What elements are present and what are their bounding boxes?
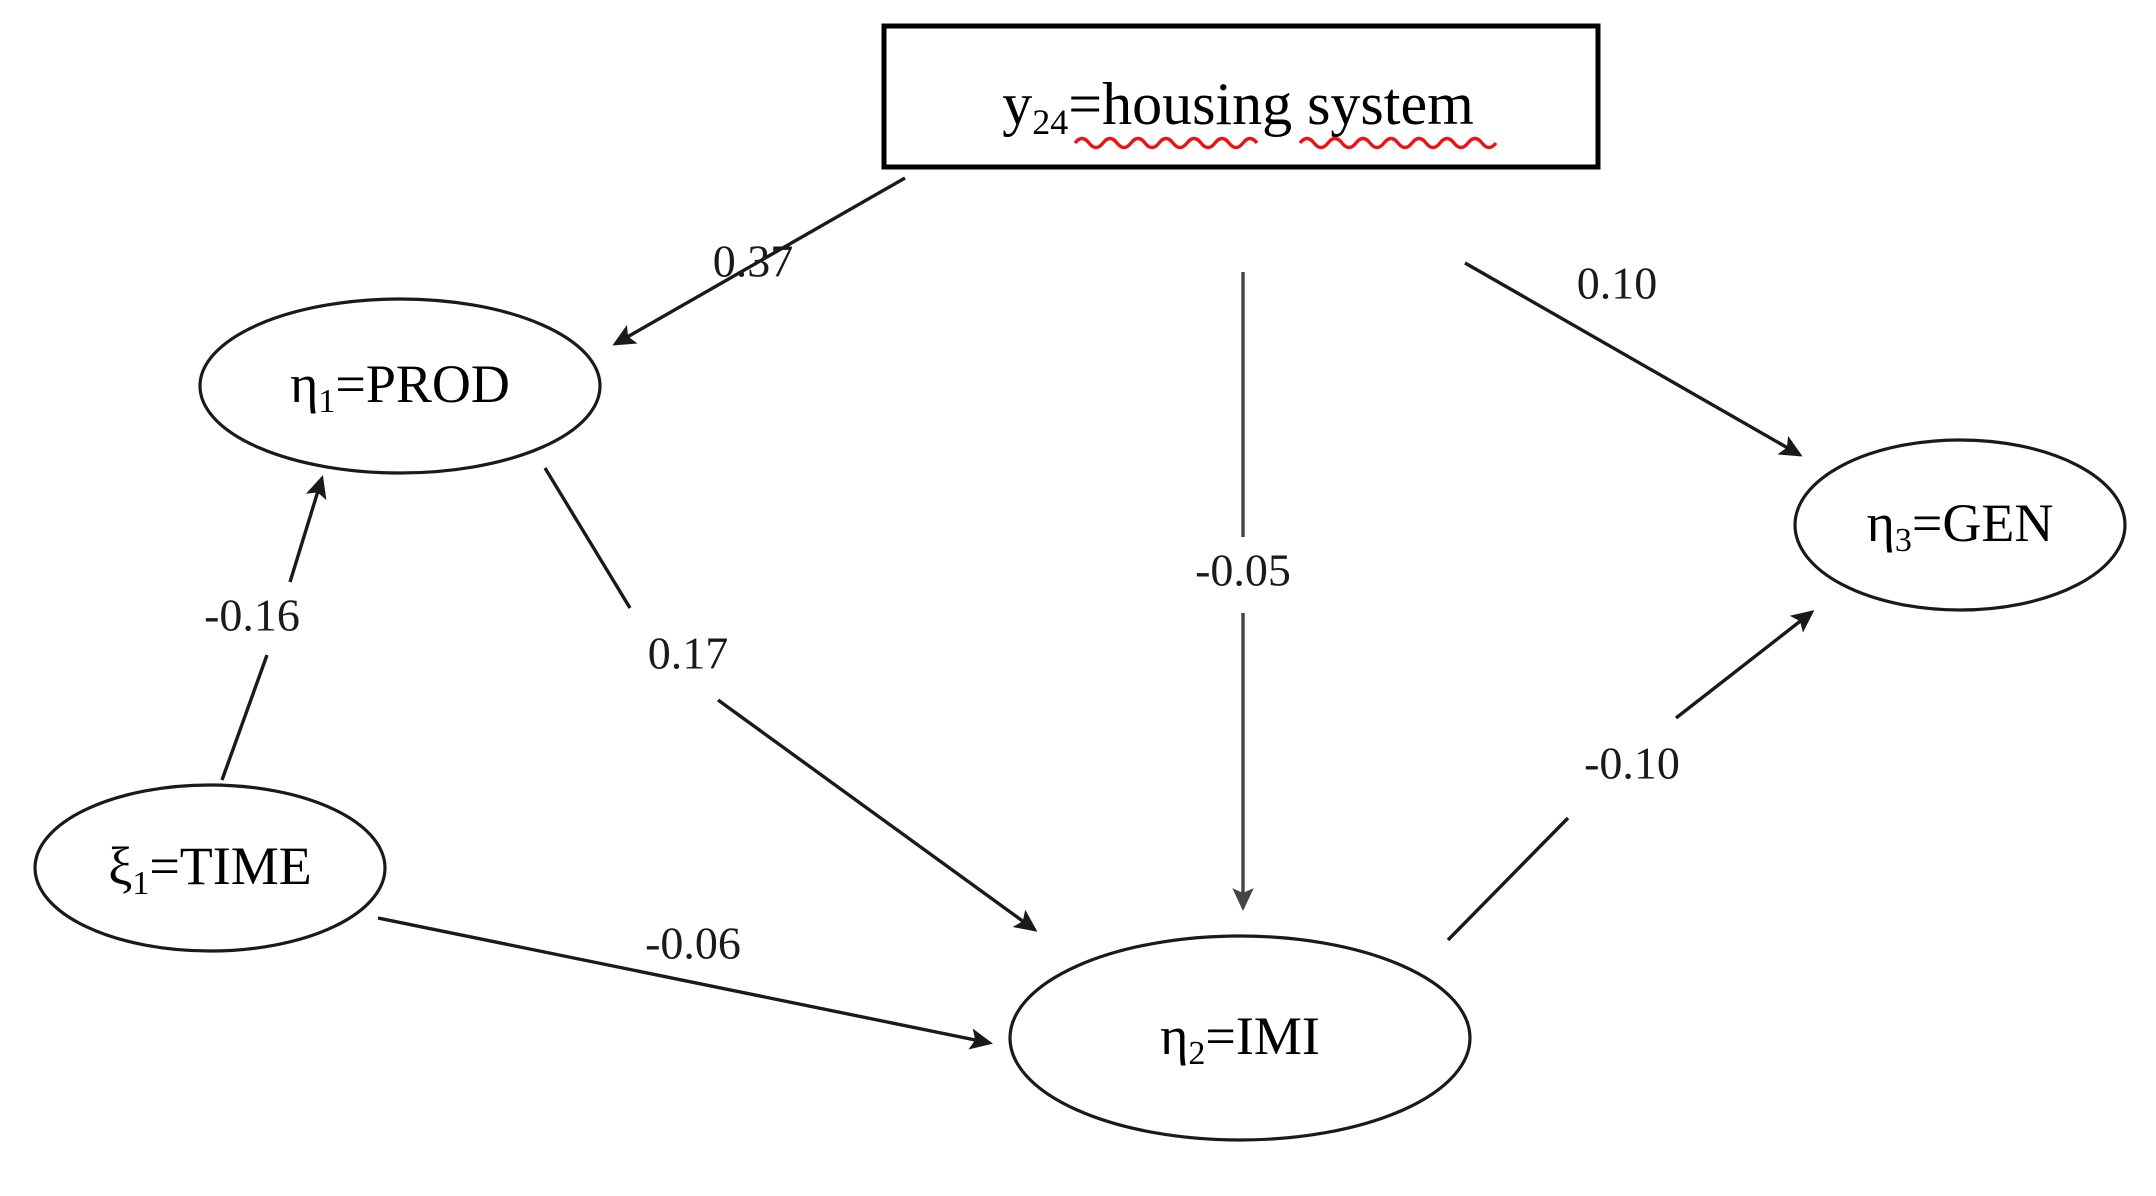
edge-time-prod-line-lower [220, 654, 269, 781]
node-prod-label: η1=PROD [290, 354, 510, 419]
node-prod-ellipse [198, 297, 602, 475]
housing-subscript: 24 [1032, 102, 1068, 142]
node-housing-system-label: y24=housing system [1002, 71, 1474, 143]
edge-label-imi-gen: -0.10 [1584, 738, 1680, 789]
time-symbol: ξ [108, 836, 132, 896]
edge-time-prod: -0.16 [204, 475, 327, 781]
edge-prod-imi-line-upper [543, 467, 632, 609]
node-housing-system[interactable]: y24=housing system [881, 23, 1601, 170]
housing-name: housing system [1102, 71, 1474, 137]
edge-prod-imi-line-lower [717, 698, 1038, 932]
edge-label-time-prod: -0.16 [204, 590, 300, 641]
edge-prod-imi: 0.17 [543, 467, 1038, 932]
node-imi-ellipse [1008, 934, 1472, 1142]
gen-name: GEN [1942, 493, 2053, 553]
node-time-label: ξ1=TIME [108, 836, 312, 901]
gen-subscript: 3 [1895, 522, 1912, 559]
prod-equals: = [335, 354, 365, 414]
node-gen-label: η3=GEN [1867, 493, 2054, 558]
imi-name: IMI [1236, 1006, 1320, 1066]
edge-label-housing-prod: 0.37 [713, 236, 794, 287]
spellcheck-underline-housing [1073, 136, 1259, 150]
edge-housing-prod: 0.37 [612, 176, 906, 346]
node-time[interactable]: ξ1=TIME [33, 783, 387, 953]
node-gen-ellipse [1793, 438, 2127, 612]
node-imi[interactable]: η2=IMI [1008, 934, 1472, 1142]
housing-equals: = [1068, 71, 1102, 137]
spellcheck-underline-system [1298, 136, 1498, 150]
node-imi-label: η2=IMI [1160, 1006, 1320, 1071]
node-time-ellipse [33, 783, 387, 953]
prod-symbol: η [290, 354, 318, 414]
node-gen[interactable]: η3=GEN [1793, 438, 2127, 612]
time-name: TIME [180, 836, 312, 896]
time-subscript: 1 [132, 865, 149, 902]
edge-time-imi-line [377, 916, 993, 1050]
edge-housing-gen: 0.10 [1464, 258, 1803, 457]
housing-symbol: y [1002, 71, 1032, 137]
edge-imi-gen-line-upper [1674, 610, 1815, 720]
time-equals: = [149, 836, 179, 896]
edge-imi-gen: -0.10 [1446, 610, 1815, 942]
imi-subscript: 2 [1188, 1035, 1205, 1072]
imi-equals: = [1205, 1006, 1235, 1066]
edge-label-prod-imi: 0.17 [648, 628, 729, 679]
prod-name: PROD [366, 354, 510, 414]
gen-symbol: η [1867, 493, 1895, 553]
imi-symbol: η [1160, 1006, 1188, 1066]
node-prod[interactable]: η1=PROD [198, 297, 602, 475]
edge-housing-gen-line [1464, 261, 1803, 457]
gen-equals: = [1912, 493, 1942, 553]
edge-label-housing-imi: -0.05 [1195, 545, 1291, 596]
edge-housing-prod-line [612, 176, 906, 346]
edge-imi-gen-line-lower [1446, 816, 1570, 942]
edge-label-housing-gen: 0.10 [1577, 258, 1658, 309]
edge-time-imi: -0.06 [377, 916, 993, 1050]
edge-label-time-imi: -0.06 [645, 918, 741, 969]
edge-housing-imi: -0.05 [1195, 272, 1291, 911]
prod-subscript: 1 [318, 383, 335, 420]
edge-time-prod-line-upper [288, 475, 327, 583]
